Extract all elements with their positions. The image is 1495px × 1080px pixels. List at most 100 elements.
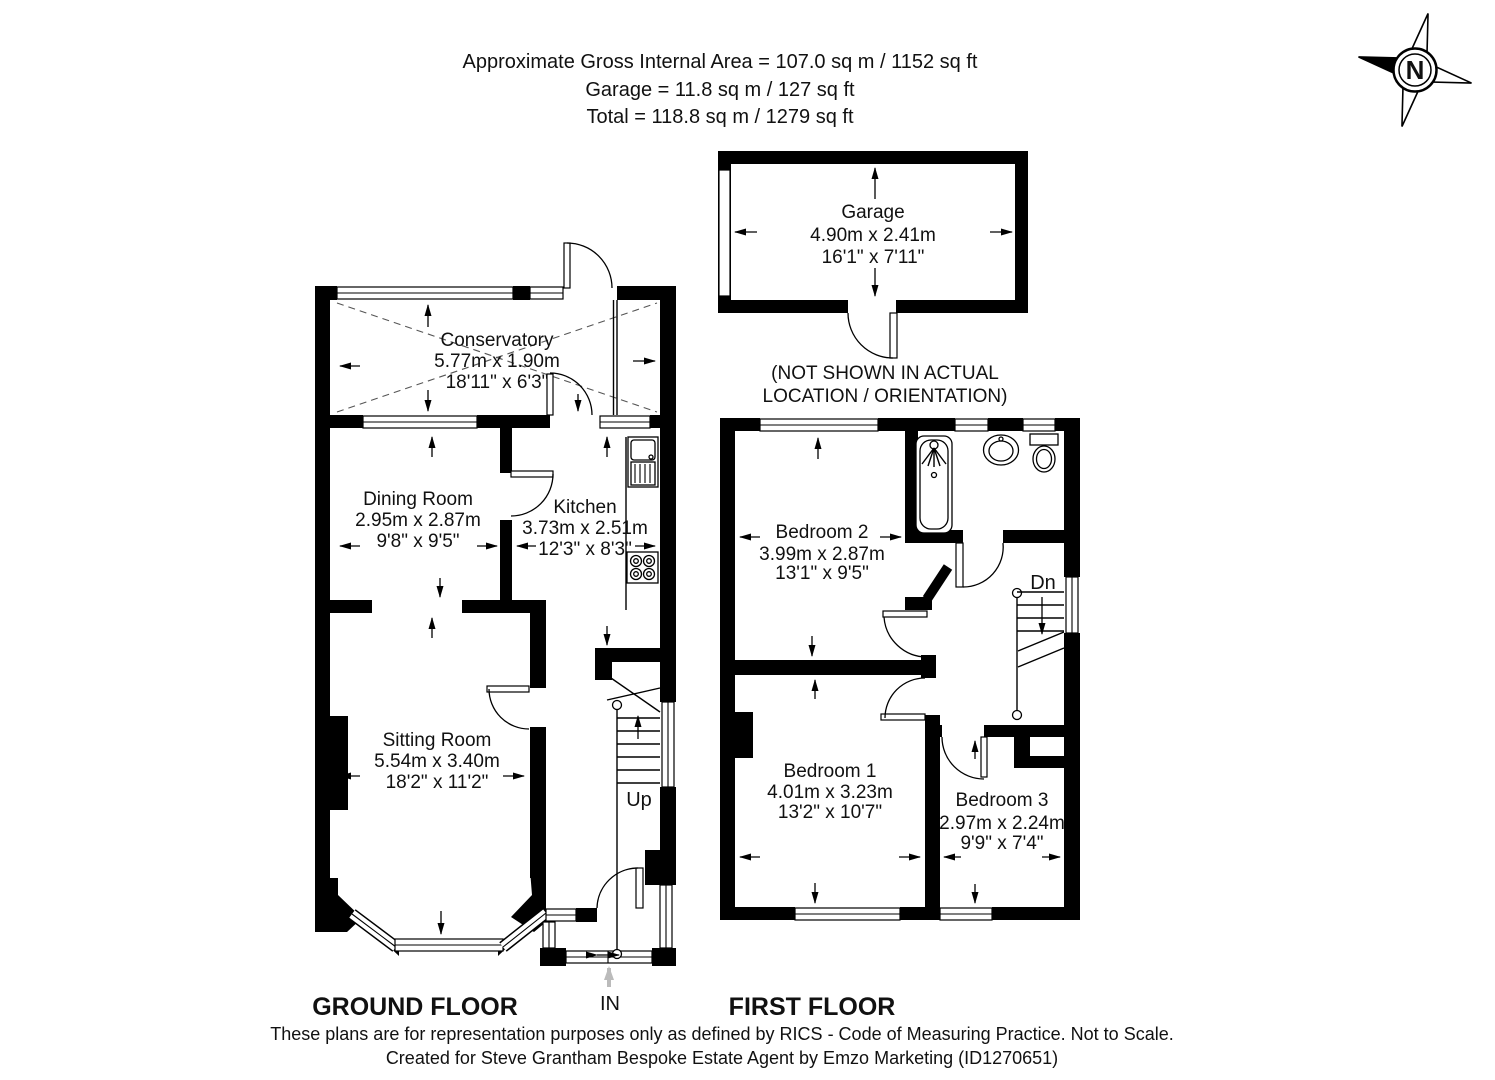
door-leaf (486, 685, 530, 693)
room-size-imperial: 9'9" x 7'4" (960, 833, 1043, 854)
door-swing (510, 470, 554, 517)
bay-window (499, 908, 550, 952)
room-size-imperial: 12'3" x 8'3" (538, 539, 632, 560)
bay-window (394, 938, 504, 952)
door-swing (486, 685, 530, 730)
wall-segment (540, 948, 566, 966)
wall-segment (720, 418, 735, 920)
door-swing (880, 677, 926, 721)
wall-segment (925, 715, 940, 907)
wall-segment (925, 725, 942, 737)
window (545, 908, 577, 922)
hob (626, 551, 659, 584)
wall-segment (1064, 418, 1080, 577)
footer: GROUND FLOOR FIRST FLOOR These plans are… (270, 993, 1173, 1068)
room-size-metric: 4.90m x 2.41m (810, 225, 936, 246)
door-arc (884, 677, 926, 719)
room-name: Kitchen (553, 497, 616, 518)
window (542, 921, 556, 949)
window (954, 418, 989, 432)
window (659, 884, 673, 949)
room-size-imperial: 16'1" x 7'11" (822, 247, 925, 268)
room-size-metric: 3.99m x 2.87m (759, 544, 885, 565)
room-size-imperial: 18'2" x 11'2" (386, 772, 489, 793)
chimney-breast (330, 716, 348, 810)
door-arc (962, 542, 1004, 588)
window (939, 907, 993, 921)
sink (627, 436, 659, 488)
door-arc (941, 736, 985, 780)
garage-note-line1: (NOT SHOWN IN ACTUAL (771, 363, 999, 384)
credit-text: Created for Steve Grantham Bespoke Estat… (386, 1048, 1058, 1068)
toilet (1029, 433, 1059, 473)
door-leaf (882, 610, 928, 618)
wall-segment (984, 725, 1068, 737)
door-leaf (955, 542, 964, 588)
door-swing (596, 867, 644, 909)
door-leaf (880, 713, 926, 721)
wall-segment (905, 418, 918, 543)
wall-segment (576, 908, 597, 922)
room-name: Bedroom 1 (784, 761, 877, 782)
wall-segment (660, 428, 676, 702)
stairs-down-label: Dn (1030, 572, 1056, 594)
window (529, 286, 564, 300)
wall-segment (315, 415, 363, 428)
wall-segment (645, 850, 676, 885)
stairs-up: Up (597, 668, 661, 960)
garage-plan: Garage 4.90m x 2.41m 16'1" x 7'11" (NOT … (718, 151, 1028, 407)
door-swing (546, 372, 593, 416)
room-size-metric: 3.73m x 2.51m (522, 518, 648, 539)
stairs-bulkhead-wall (1014, 756, 1065, 768)
ground-floor-plan: Up IN Conserva (315, 242, 676, 1015)
wall-segment (660, 286, 676, 416)
door-swing (847, 312, 898, 359)
door-swing (563, 242, 613, 289)
room-size-metric: 4.01m x 3.23m (767, 782, 893, 803)
door-arc (883, 616, 928, 658)
first-floor-title: FIRST FLOOR (729, 993, 896, 1021)
wall-segment (315, 286, 337, 300)
door-leaf (889, 312, 898, 359)
room-size-metric: 5.77m x 1.90m (434, 351, 560, 372)
wall-segment (595, 648, 612, 680)
window (565, 950, 653, 964)
wall-segment (652, 948, 676, 966)
compass-north-label: N (1406, 55, 1425, 85)
entrance-label: IN (600, 993, 620, 1015)
wall-segment (315, 600, 372, 613)
bathtub (915, 435, 953, 534)
diagonal-wall (922, 564, 953, 602)
window (661, 701, 675, 788)
basin (982, 434, 1020, 466)
door-arc (847, 312, 894, 359)
door-swing (882, 610, 928, 658)
wall-segment (530, 727, 546, 878)
room-name: Sitting Room (383, 730, 492, 751)
door-arc (566, 242, 613, 289)
room-name: Bedroom 2 (776, 522, 869, 543)
entrance: IN (586, 951, 620, 1015)
wall-segment (896, 300, 1028, 313)
header-line-total-area: Approximate Gross Internal Area = 107.0 … (463, 51, 978, 73)
wall-segment (500, 428, 512, 473)
room-name: Conservatory (441, 330, 554, 351)
wall-segment (650, 415, 676, 428)
wall-segment (921, 655, 936, 678)
dimension-arrows-ground (339, 304, 656, 935)
garage-door (718, 169, 731, 297)
wall-segment (477, 415, 550, 428)
room-name: Dining Room (363, 489, 473, 510)
wall-segment (735, 660, 923, 675)
door-arc (510, 473, 554, 517)
door-arc (488, 688, 530, 730)
room-size-metric: 2.97m x 2.24m (939, 813, 1065, 834)
wall-segment (500, 520, 512, 605)
door-leaf (635, 867, 644, 909)
dimension-arrows-first (739, 437, 1061, 904)
room-size-imperial: 9'8" x 9'5" (376, 531, 459, 552)
wall-segment (900, 907, 940, 920)
garage-note-line2: LOCATION / ORIENTATION) (763, 386, 1008, 407)
